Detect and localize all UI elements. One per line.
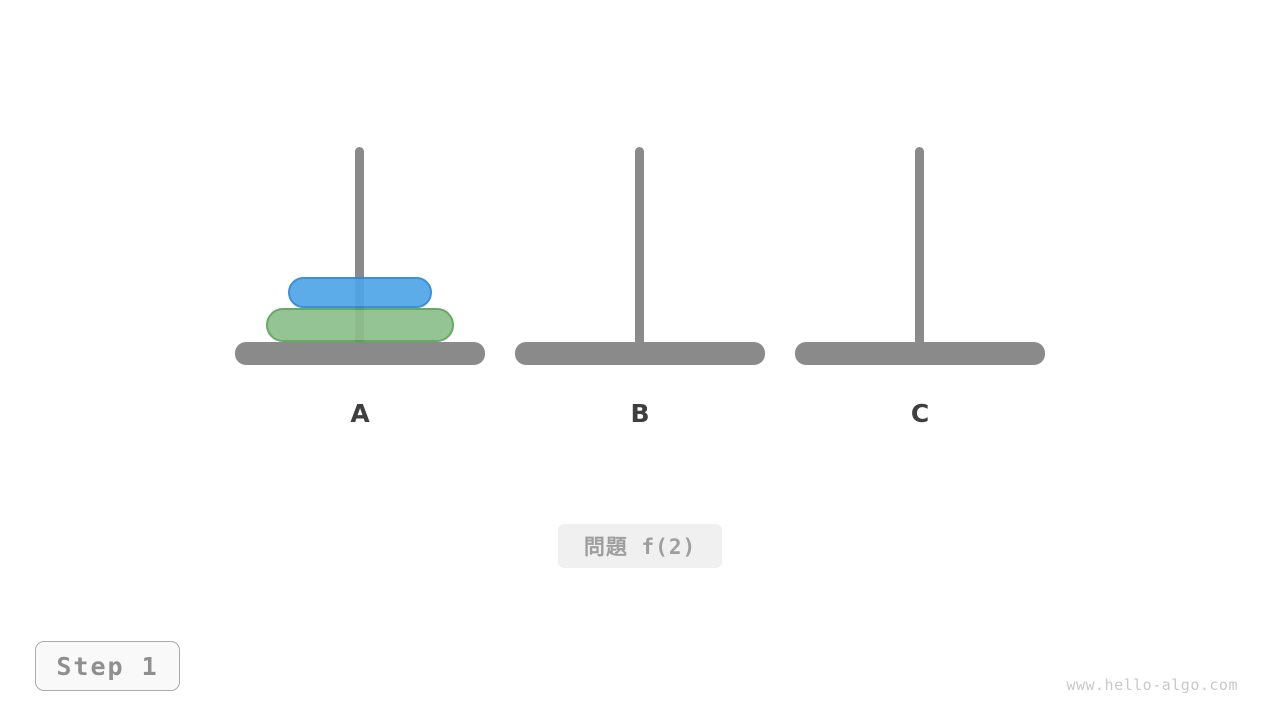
peg-b-pole — [635, 147, 644, 352]
peg-a-label: A — [350, 399, 370, 428]
peg-a-pole — [355, 147, 364, 352]
peg-c-base — [795, 342, 1045, 365]
disk-2-large-green — [266, 308, 454, 342]
problem-badge: 問題 f(2) — [558, 524, 722, 568]
peg-b-label: B — [630, 399, 650, 428]
peg-b-base — [515, 342, 765, 365]
disk-1-small-blue — [288, 277, 432, 308]
step-badge: Step 1 — [35, 641, 180, 691]
watermark: www.hello-algo.com — [1066, 676, 1238, 694]
peg-c-label: C — [910, 399, 930, 428]
peg-a-base — [235, 342, 485, 365]
peg-c-pole — [915, 147, 924, 352]
